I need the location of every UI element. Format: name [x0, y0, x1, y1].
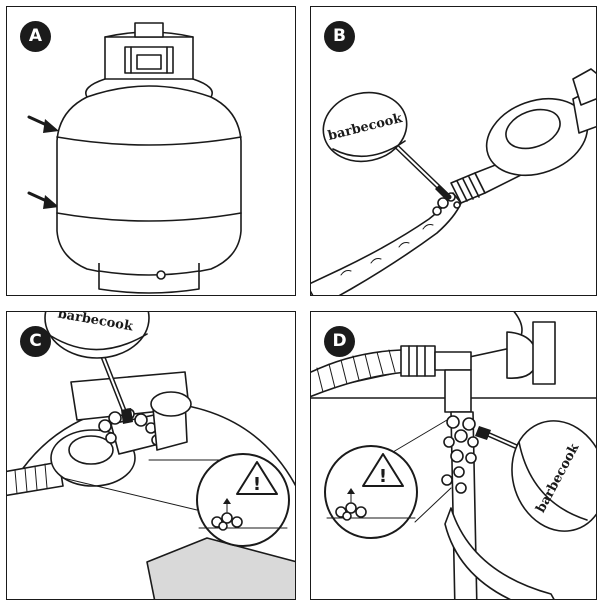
- warning-inset: !: [324, 445, 418, 539]
- warning-inset: !: [196, 453, 290, 547]
- warning-triangle-icon: !: [236, 461, 278, 495]
- bubbles-leak-icon: [441, 415, 479, 494]
- bubbles-leak-icon: [432, 192, 461, 216]
- panel-c: barbecook ! C: [6, 311, 296, 600]
- bubbles-leak-icon: [211, 498, 243, 531]
- step-badge: B: [324, 21, 355, 52]
- arrow-right-icon: [27, 191, 59, 209]
- regulator-hose-illustration: barbecook: [311, 68, 596, 295]
- bubbles-leak-icon: [335, 488, 367, 521]
- step-badge: D: [324, 326, 355, 357]
- step-badge: C: [20, 326, 51, 357]
- hose-connection-leak-check-illustration: barbecook !: [311, 312, 596, 599]
- panel-b: barbecook B: [310, 6, 597, 296]
- warning-triangle-icon: !: [362, 453, 404, 487]
- panel-d: barbecook ! D: [310, 311, 597, 600]
- step-badge: A: [20, 21, 51, 52]
- panel-a: A: [6, 6, 296, 296]
- gas-cylinder-illustration: [27, 22, 242, 294]
- valve-leak-check-illustration: barbecook !: [7, 312, 295, 599]
- arrow-right-icon: [27, 115, 59, 133]
- svg-text:!: !: [379, 466, 387, 487]
- svg-text:!: !: [253, 474, 261, 495]
